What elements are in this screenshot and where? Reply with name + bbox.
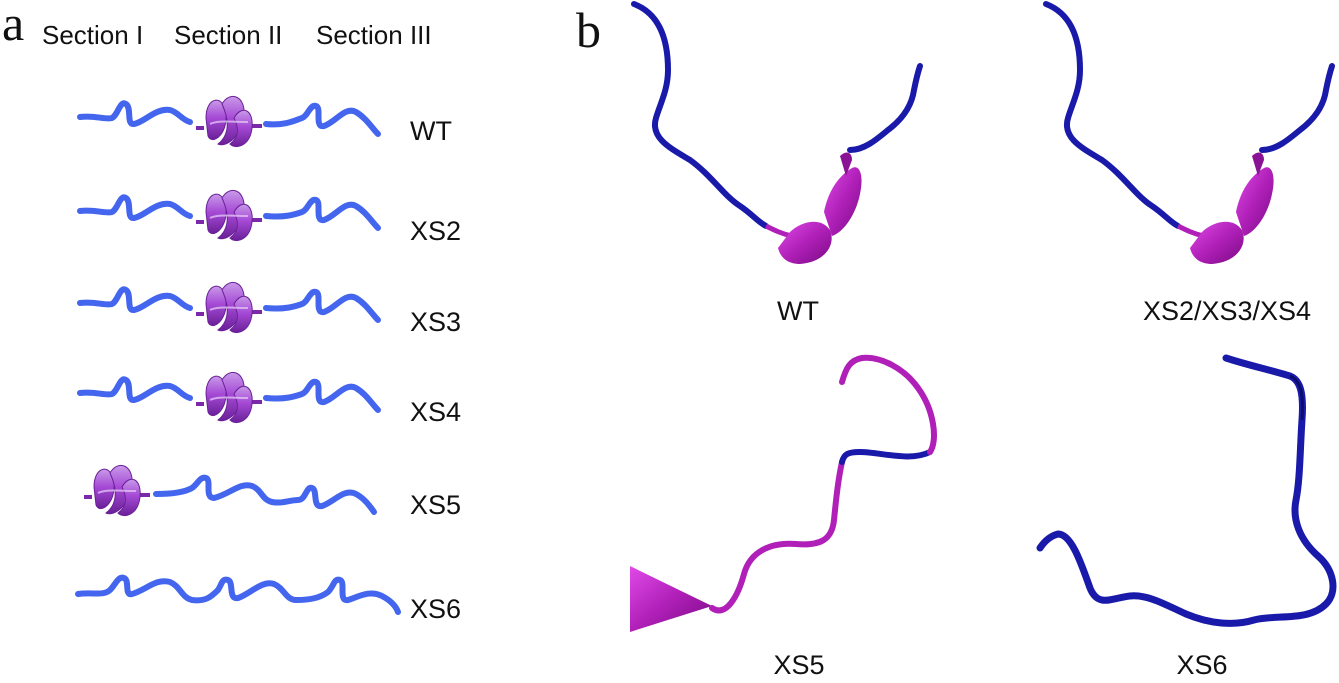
panel-a-letter: a xyxy=(2,0,25,51)
structure-label-xs6: XS6 xyxy=(1176,650,1228,680)
row-xs6-schematic xyxy=(75,574,401,615)
structure-xs6-render xyxy=(1036,354,1337,627)
row-label-xs5: XS5 xyxy=(410,490,462,520)
row-label-xs3: XS3 xyxy=(410,307,462,337)
row-wt-helix xyxy=(194,94,264,149)
section-1-label: Section I xyxy=(42,20,144,50)
row-label-xs2: XS2 xyxy=(410,216,462,246)
section-2-label: Section II xyxy=(174,20,283,50)
row-xs5-helix xyxy=(82,463,152,518)
row-label-xs6: XS6 xyxy=(410,594,462,624)
row-xs3-helix xyxy=(194,280,264,335)
structure-xs5-render xyxy=(630,354,937,632)
structure-xs234-render xyxy=(1043,1,1335,264)
row-xs5-schematic xyxy=(153,474,377,515)
row-xs3-schematic xyxy=(77,286,381,323)
structure-label-xs5: XS5 xyxy=(773,650,825,680)
row-xs4-schematic xyxy=(77,376,381,413)
row-wt-schematic xyxy=(77,100,381,137)
section-3-label: Section III xyxy=(316,20,432,50)
row-label-wt: WT xyxy=(410,116,452,146)
panel-b-letter: b xyxy=(576,2,601,58)
structure-label-xs234: XS2/XS3/XS4 xyxy=(1142,296,1312,326)
structure-wt-render xyxy=(631,1,923,264)
row-xs2-schematic xyxy=(77,194,381,231)
row-xs4-helix xyxy=(194,370,264,425)
row-label-xs4: XS4 xyxy=(410,397,462,427)
row-xs2-helix xyxy=(194,188,264,243)
structure-label-wt: WT xyxy=(777,296,819,326)
